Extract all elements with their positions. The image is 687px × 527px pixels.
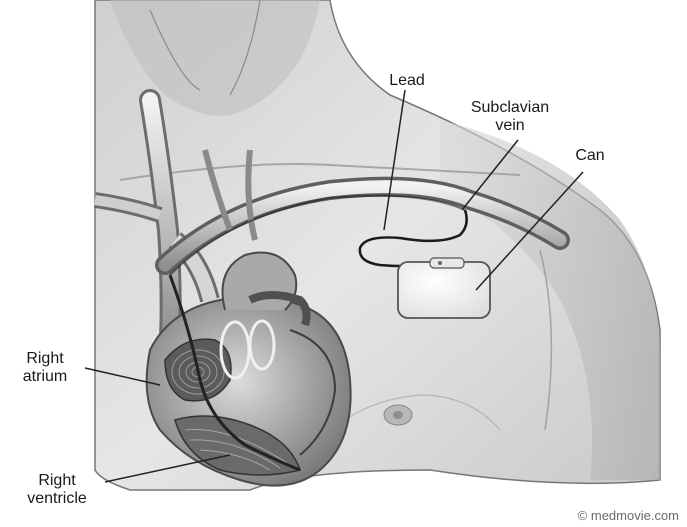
lead-label: Lead: [380, 72, 434, 90]
pacemaker-can: [398, 258, 490, 318]
subclavian-vein-label: Subclavian vein: [458, 99, 562, 135]
right-atrium-label: Right atrium: [10, 350, 80, 386]
credit-text: © medmovie.com: [578, 508, 679, 523]
right-ventricle-label: Right ventricle: [14, 472, 100, 508]
can-label: Can: [565, 147, 615, 165]
